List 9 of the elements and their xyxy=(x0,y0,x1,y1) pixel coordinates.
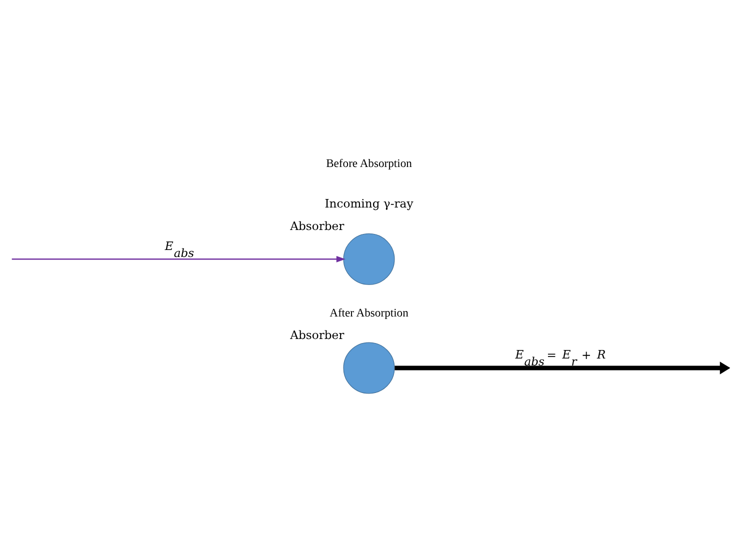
node-label: Absorber xyxy=(290,328,344,342)
node-circle xyxy=(343,342,395,394)
label: After Absorption xyxy=(330,306,408,320)
arrow xyxy=(12,256,346,262)
node-circle xyxy=(343,233,395,285)
arrow xyxy=(394,362,730,374)
node-label: Absorber xyxy=(290,219,344,234)
label: Incoming γ-ray xyxy=(324,196,414,211)
label: Before Absorption xyxy=(326,157,412,170)
